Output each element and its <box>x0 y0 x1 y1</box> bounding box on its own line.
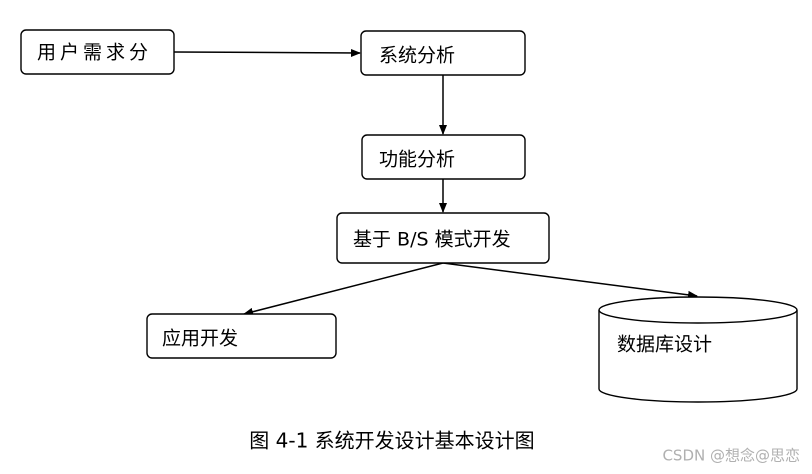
node-function-analysis: 功能分析 <box>361 134 526 180</box>
node-bs-development-label: 基于 B/S 模式开发 <box>353 229 511 251</box>
node-database-design-label: 数据库设计 <box>617 334 712 356</box>
node-user-requirements: 用户需求分 <box>20 29 175 75</box>
database-cylinder-top <box>598 296 798 324</box>
node-system-analysis-label: 系统分析 <box>379 45 455 67</box>
watermark: CSDN @想念@思恋 <box>662 447 800 465</box>
node-system-analysis: 系统分析 <box>360 30 526 76</box>
node-user-requirements-label: 用户需求分 <box>37 42 152 64</box>
node-database-design: 数据库设计 <box>598 296 798 403</box>
database-cylinder-body <box>598 310 798 403</box>
arrow-bs-development-to-app-development <box>243 262 444 316</box>
node-app-development: 应用开发 <box>146 313 337 359</box>
node-bs-development: 基于 B/S 模式开发 <box>336 212 550 264</box>
node-function-analysis-label: 功能分析 <box>379 149 455 171</box>
arrow-bs-development-to-database-design <box>442 262 698 299</box>
figure-caption: 图 4-1 系统开发设计基本设计图 <box>249 429 534 453</box>
node-app-development-label: 应用开发 <box>162 328 238 350</box>
arrow-user-requirements-to-system-analysis <box>173 48 361 57</box>
